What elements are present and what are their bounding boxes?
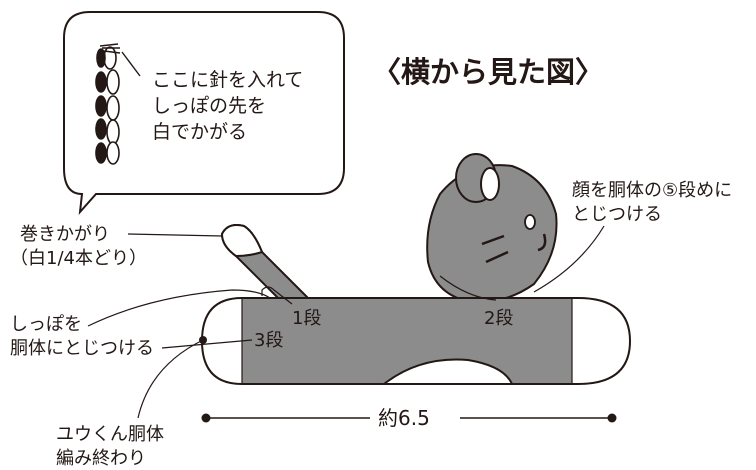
whip-stitch-leader <box>127 233 223 237</box>
eye <box>524 214 536 230</box>
stitch-chain <box>95 43 121 165</box>
tail-attach-label-1: しっぽを <box>10 314 82 335</box>
whisker-bottom <box>485 250 509 264</box>
face-attach-leader <box>533 225 605 293</box>
belly-opening <box>381 358 514 385</box>
callout-text-3: 白でかがる <box>152 121 247 143</box>
face-attach-label-2: とじつける <box>572 204 662 225</box>
dimension-label: 約6.5 <box>378 406 430 430</box>
tail-attach-leader <box>87 289 271 327</box>
whisker-top <box>481 234 505 246</box>
row-2-leader <box>439 275 497 301</box>
tail-tip-white <box>220 224 264 258</box>
diagram-title: 〈横から見た図〉 <box>372 55 604 89</box>
head <box>426 164 558 304</box>
body-end-label-2: 編み終わり <box>56 448 146 469</box>
row-3-label: 3段 <box>254 330 283 351</box>
whip-stitch-label: 巻きかがり <box>20 224 110 245</box>
tail-attach-label-2: 胴体にとじつける <box>10 338 154 359</box>
face-attach-label-1: 顔を胴体の⑤段めに <box>572 180 732 201</box>
callout-leader <box>121 51 141 77</box>
callout-bubble <box>63 11 345 216</box>
callout-text-1: ここに針を入れて <box>152 69 303 91</box>
row-2-label: 2段 <box>484 308 513 329</box>
body-end-leader <box>137 339 204 419</box>
row-1-label: 1段 <box>292 308 321 329</box>
row-1-leader <box>261 286 293 305</box>
mouth <box>537 233 547 252</box>
whip-stitch-thread: （白1/4本どり） <box>10 248 147 269</box>
callout-text-2: しっぽの先を <box>152 95 266 117</box>
row-3-leader <box>161 339 253 349</box>
body-end-label-1: ユウくん胴体 <box>56 424 164 445</box>
ear-inner <box>480 167 500 201</box>
